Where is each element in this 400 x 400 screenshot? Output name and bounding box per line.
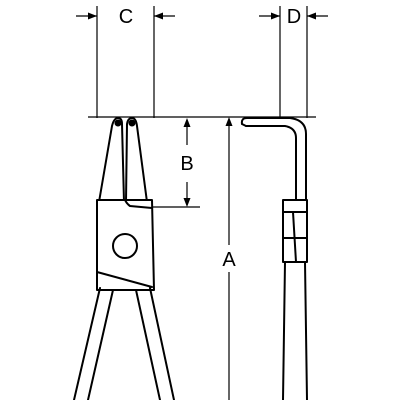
dim-c-arrowhead-left <box>88 12 97 20</box>
left-jaw <box>98 117 125 203</box>
dim-d-label: D <box>287 6 301 28</box>
side-handle-left <box>282 261 286 400</box>
right-jaw <box>125 117 148 203</box>
dim-b-arrowhead-top <box>183 118 191 127</box>
right-tip <box>128 119 136 127</box>
dimension-d: D <box>259 6 328 118</box>
dim-a-label: A <box>222 249 236 271</box>
right-handle-outer <box>149 287 175 400</box>
dim-d-arrowhead-right <box>307 12 316 20</box>
left-handle-inner <box>87 289 114 400</box>
pliers-side-view <box>240 117 308 400</box>
dim-b-arrowhead-bottom <box>183 198 191 207</box>
dimension-b: B <box>128 118 200 208</box>
pliers-front-view <box>73 117 175 400</box>
dim-c-arrowhead-right <box>154 12 163 20</box>
side-tip-inner <box>245 125 297 201</box>
side-handle-right <box>304 261 308 400</box>
joint-lower-line <box>96 271 153 288</box>
pivot-bolt <box>112 233 138 259</box>
left-handle-outer <box>73 287 101 400</box>
dim-b-label: B <box>180 153 193 175</box>
dim-a-arrowhead-top <box>225 117 233 126</box>
left-tip <box>114 119 122 127</box>
dim-c-label: C <box>119 6 133 28</box>
dimension-c: C <box>76 6 175 118</box>
side-body <box>282 199 308 263</box>
dim-d-arrowhead-left <box>271 12 280 20</box>
joint-overlap-line <box>124 199 153 209</box>
side-tip-outer <box>240 117 307 201</box>
side-tip-end <box>241 123 247 127</box>
dimension-a: A <box>222 117 236 400</box>
right-handle-inner <box>135 289 161 400</box>
